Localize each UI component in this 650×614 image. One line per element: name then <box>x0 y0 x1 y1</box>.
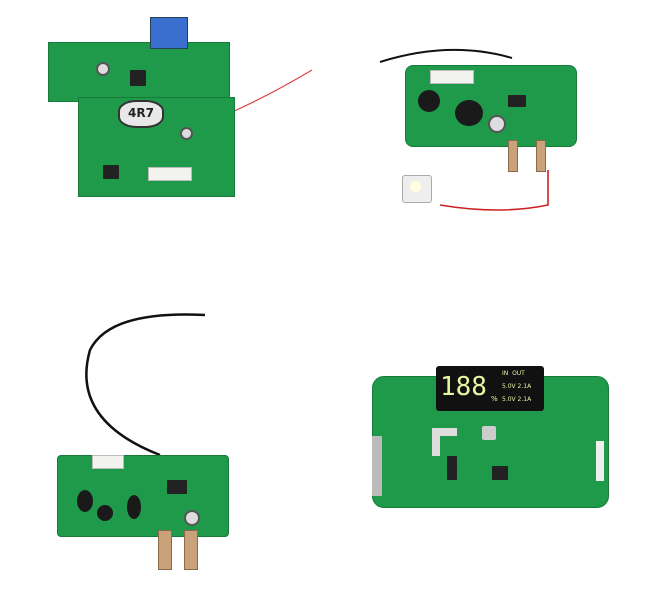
pcb-board-top-left: 4R7 <box>48 17 238 197</box>
pcb-board-top-right <box>400 60 580 220</box>
usb-port <box>150 17 188 49</box>
display-percent: % <box>491 395 498 403</box>
metal-pin <box>536 140 546 172</box>
metal-pin <box>508 140 518 172</box>
capacitor <box>96 62 110 76</box>
black-component <box>97 505 113 521</box>
black-component <box>77 490 93 512</box>
inductor-label: 4R7 <box>118 100 164 128</box>
connector-header <box>148 167 192 181</box>
chip <box>508 95 526 107</box>
capacitor <box>488 115 506 133</box>
pcb-board-bottom-right: 188 IN OUT 5.0V 2.1A % 5.0V 2.1A <box>372 366 612 511</box>
display-in-out: IN OUT <box>502 370 525 377</box>
light-guide <box>432 428 440 456</box>
display-line2: 5.0V 2.1A <box>502 396 532 403</box>
led-module <box>402 175 432 203</box>
display-digits: 188 <box>440 372 487 402</box>
black-wire <box>379 48 513 63</box>
chip <box>130 70 146 86</box>
display-line1: 5.0V 2.1A <box>502 383 532 390</box>
black-component <box>127 495 141 519</box>
capacitor <box>180 127 193 140</box>
pcb-board-bottom-left <box>52 450 232 580</box>
edge-contacts <box>596 441 604 481</box>
black-component <box>418 90 440 112</box>
black-wire <box>85 313 206 457</box>
chip <box>167 480 187 494</box>
metal-pin <box>158 530 172 570</box>
light-guide <box>432 428 457 436</box>
connector-header <box>430 70 474 84</box>
side-connectors <box>372 436 382 496</box>
capacitor <box>184 510 200 526</box>
connector-header <box>92 455 124 469</box>
chip <box>447 456 457 480</box>
black-component <box>455 100 483 126</box>
led-display: 188 IN OUT 5.0V 2.1A % 5.0V 2.1A <box>436 366 544 411</box>
chip <box>103 165 119 179</box>
red-wire <box>231 69 313 113</box>
red-wire <box>439 170 549 211</box>
push-button <box>482 426 496 440</box>
led-lens <box>410 181 421 192</box>
metal-pin <box>184 530 198 570</box>
chip <box>492 466 508 480</box>
